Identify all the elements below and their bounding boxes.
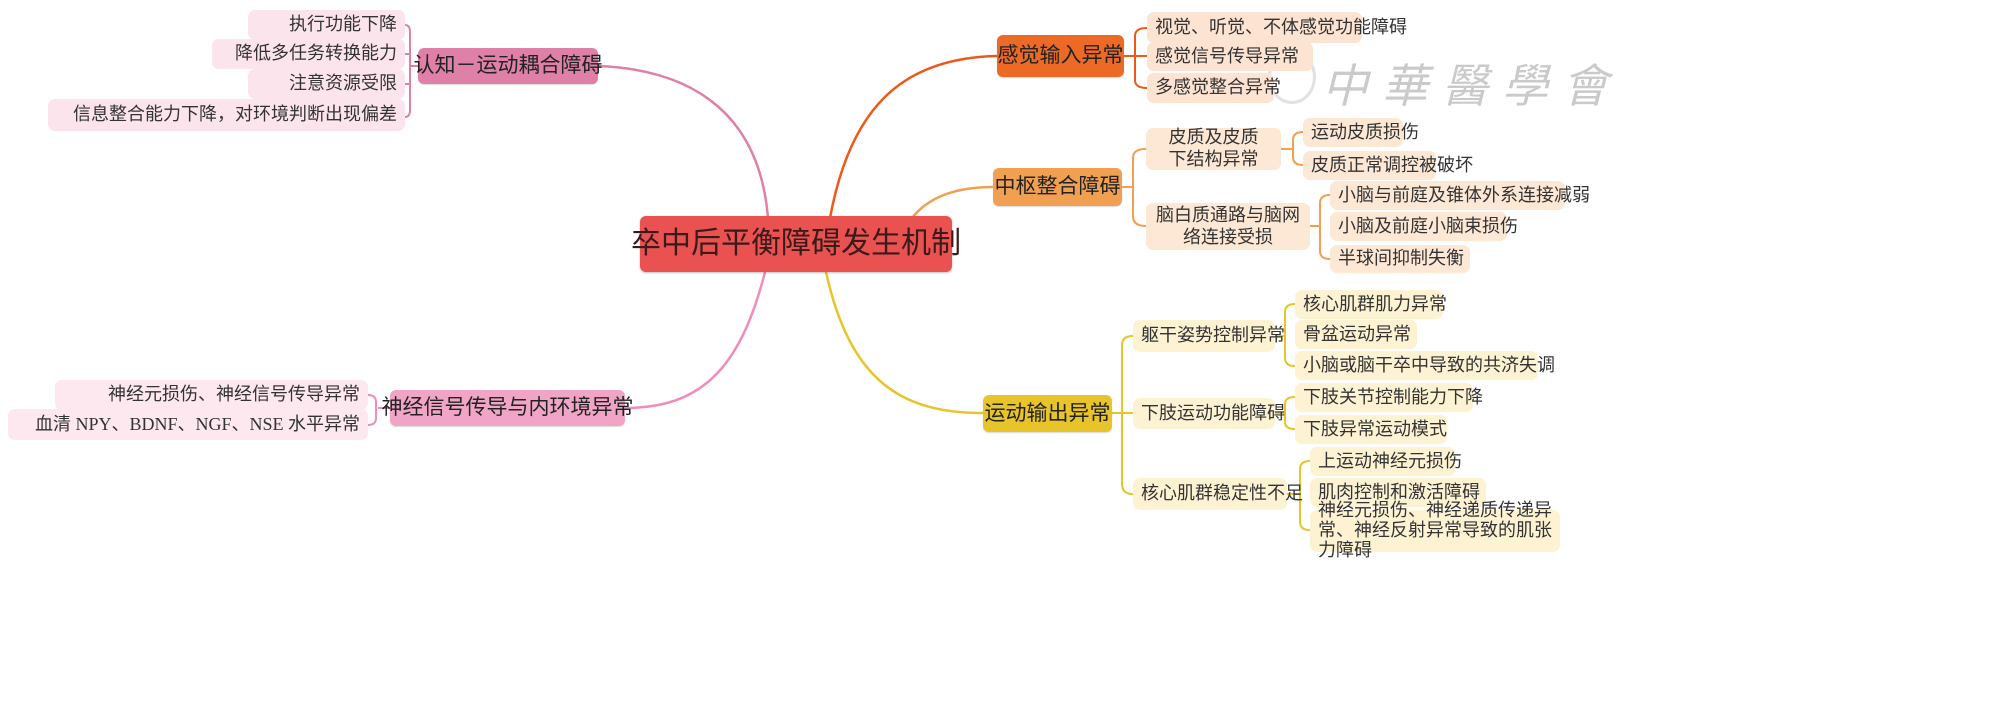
leaf-item[interactable]: 运动皮质损伤 [1303,118,1419,147]
sub-branch[interactable]: 下肢运动功能障碍 [1133,398,1285,429]
leaf-item[interactable]: 注意资源受限 [248,69,405,99]
watermark-text: 中華醫學會 [1322,61,1622,112]
leaf-item[interactable]: 皮质正常调控被破坏 [1303,151,1473,180]
leaf-item[interactable]: 神经元损伤、神经信号传导异常 [55,380,368,410]
leaf-item[interactable]: 信息整合能力下降，对环境判断出现偏差 [48,99,405,131]
sub-branch[interactable]: 皮质及皮质下结构异常 [1146,127,1281,170]
sub-branch[interactable]: 躯干姿势控制异常 [1133,320,1285,352]
leaf-item[interactable]: 小脑与前庭及锥体外系连接减弱 [1330,181,1590,210]
leaf-item[interactable]: 视觉、听觉、不体感觉功能障碍 [1147,12,1407,43]
leaf-item[interactable]: 核心肌群肌力异常 [1295,290,1447,319]
leaf-item[interactable]: 肌肉控制和激活障碍 [1310,478,1486,507]
leaf-item[interactable]: 上运动神经元损伤 [1310,447,1462,476]
leaf-item[interactable]: 骨盆运动异常 [1295,320,1417,349]
leaf-item[interactable]: 血清 NPY、BDNF、NGF、NSE 水平异常 [8,409,368,440]
leaf-item[interactable]: 感觉信号传导异常 [1147,42,1313,71]
leaf-item[interactable]: 下肢关节控制能力下降 [1295,383,1483,412]
leaf-item[interactable]: 下肢异常运动模式 [1295,415,1447,444]
leaf-item[interactable]: 神经元损伤、神经递质传递异常、神经反射异常导致的肌张力障碍 [1310,500,1560,560]
leaf-item[interactable]: 降低多任务转换能力 [212,39,405,69]
leaf-item[interactable]: 小脑及前庭小脑束损伤 [1330,212,1518,241]
leaf-item[interactable]: 小脑或脑干卒中导致的共济失调 [1295,351,1555,380]
leaf-item[interactable]: 执行功能下降 [248,10,405,40]
sub-branch[interactable]: 脑白质通路与脑网络连接受损 [1146,203,1310,250]
branch-cognitive-motor[interactable]: 认知－运动耦合障碍 [414,48,603,84]
leaf-item[interactable]: 半球间抑制失衡 [1330,245,1470,273]
central-topic[interactable]: 卒中后平衡障碍发生机制 [631,216,961,272]
sub-branch[interactable]: 核心肌群稳定性不足 [1133,478,1303,510]
branch-neural-signal[interactable]: 神经信号传导与内环境异常 [382,390,634,426]
leaf-item[interactable]: 多感觉整合异常 [1147,73,1281,103]
branch-sensory-input[interactable]: 感觉输入异常 [997,35,1124,77]
branch-central-integration[interactable]: 中枢整合障碍 [993,168,1122,206]
branch-motor-output[interactable]: 运动输出异常 [983,395,1112,432]
